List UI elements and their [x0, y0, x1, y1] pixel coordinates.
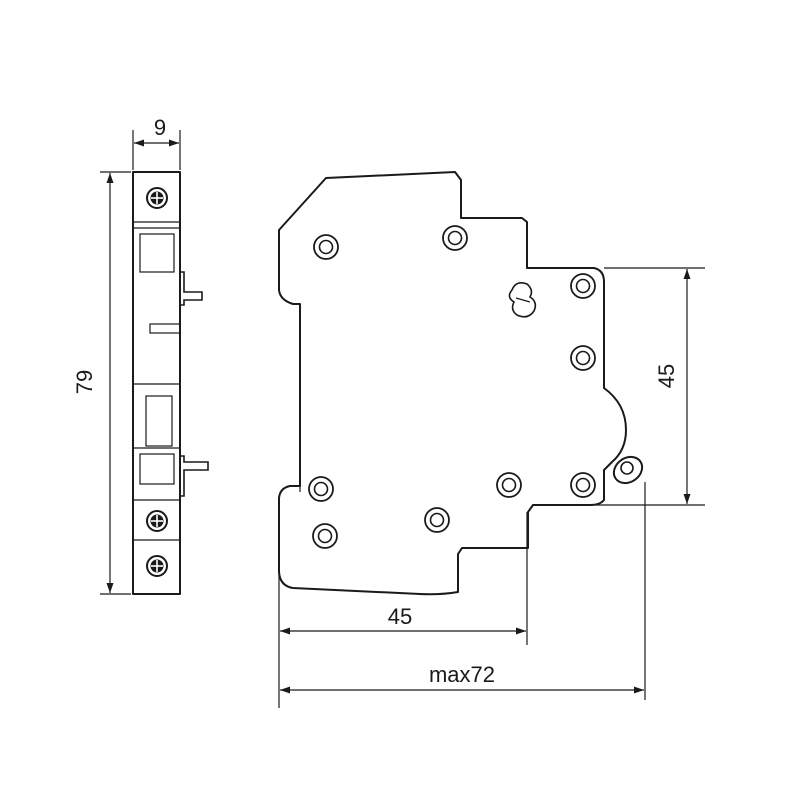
hole-icon — [308, 476, 334, 502]
dimension-label-side-height: 79 — [72, 370, 97, 394]
dimension-side-width: 9 — [132, 115, 181, 170]
latch-icon — [508, 282, 537, 318]
side-lever-lower — [180, 455, 209, 497]
dimension-label-front-height: 45 — [654, 364, 679, 388]
dimension-label-overall-width: max72 — [429, 662, 495, 687]
side-slot — [149, 323, 181, 334]
front-view-body — [278, 171, 627, 596]
toggle-knob-icon — [612, 455, 644, 485]
side-contact-block — [145, 395, 173, 447]
hole-icon — [313, 234, 339, 260]
hole-icon — [570, 345, 596, 371]
dimension-side-height: 79 — [72, 171, 131, 595]
hole-icon — [442, 225, 468, 251]
side-terminal-pocket-lower — [139, 453, 175, 485]
dimension-front-width: 45 — [278, 500, 528, 708]
hole-icon — [570, 472, 596, 498]
hole-icon — [424, 507, 450, 533]
dimension-front-height: 45 — [533, 267, 705, 506]
dimension-label-side-width: 9 — [154, 115, 166, 140]
hole-icon — [570, 273, 596, 299]
side-view: 9 79 — [72, 115, 209, 595]
screw-icon — [146, 510, 168, 532]
screw-icon — [146, 187, 168, 209]
side-terminal-pocket — [139, 233, 175, 273]
dimension-overall-width: max72 — [280, 482, 646, 700]
side-lever-upper — [180, 271, 203, 306]
dimension-label-front-width: 45 — [388, 604, 412, 629]
screw-icon — [146, 555, 168, 577]
hole-icon — [312, 523, 338, 549]
hole-icon — [496, 472, 522, 498]
front-view: 45 45 max72 — [278, 171, 705, 708]
